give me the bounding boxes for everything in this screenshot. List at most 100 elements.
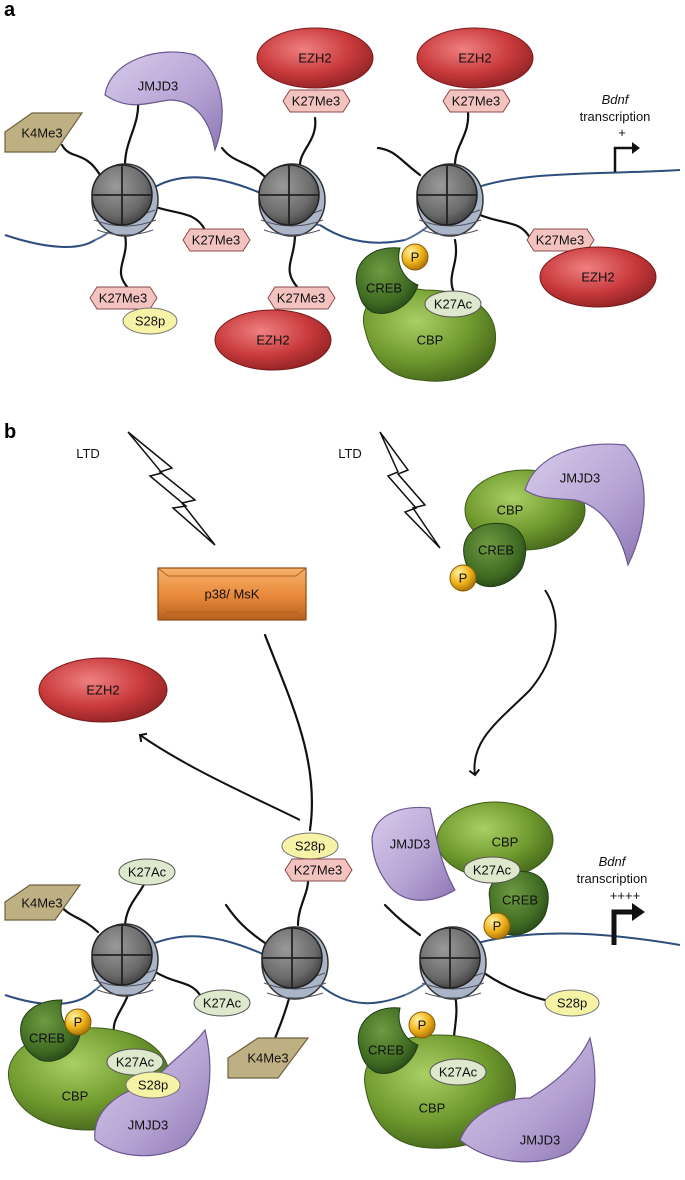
svg-text:S28p: S28p (295, 839, 325, 854)
dna-strand-a (4, 169, 681, 248)
tail (383, 903, 422, 937)
svg-text:K4Me3: K4Me3 (21, 126, 62, 141)
tail (288, 233, 302, 292)
tail (478, 968, 547, 1002)
svg-text:CBP: CBP (419, 1101, 446, 1116)
svg-text:EZH2: EZH2 (256, 333, 289, 348)
k27me3-mark: K27Me3 (182, 228, 251, 252)
s28p-mark: S28p (544, 989, 600, 1017)
k27me3-mark: K27Me3 (442, 89, 511, 113)
lightning-icon (379, 431, 441, 549)
svg-text:K4Me3: K4Me3 (21, 896, 62, 911)
jmjd3-label: JMJD3 (138, 79, 178, 94)
kinase-link (263, 633, 314, 832)
k27me3-mark: K27Me3 (89, 286, 158, 310)
svg-text:EZH2: EZH2 (458, 51, 491, 66)
svg-text:K27Me3: K27Me3 (277, 291, 325, 306)
ezh2-protein: EZH2 (38, 657, 168, 723)
svg-text:K27Me3: K27Me3 (292, 94, 340, 109)
svg-text:K27Ac: K27Ac (203, 996, 242, 1011)
svg-text:CBP: CBP (492, 835, 519, 850)
svg-text:CREB: CREB (368, 1043, 404, 1058)
svg-text:P: P (493, 919, 502, 934)
svg-text:K27Ac: K27Ac (116, 1055, 155, 1070)
tail (478, 213, 532, 240)
svg-text:P: P (418, 1018, 427, 1033)
ltd-label-left: LTD (76, 446, 100, 461)
svg-text:CREB: CREB (502, 893, 538, 908)
tail (150, 968, 202, 997)
recruitment-arrow (468, 589, 557, 777)
tail (119, 233, 132, 292)
eviction-arrow (138, 732, 301, 821)
svg-text:S28p: S28p (557, 996, 587, 1011)
tss-arrow-head (632, 903, 645, 921)
nucleosome (416, 163, 484, 237)
svg-text:CBP: CBP (62, 1089, 89, 1104)
phospho-group: P (408, 1011, 436, 1039)
tail (453, 110, 470, 167)
panel-label-a: a (4, 0, 16, 21)
cbp-protein: CBP (436, 801, 554, 879)
k27me3-mark: K27Me3 (267, 286, 336, 310)
ltd-label-right: LTD (338, 446, 362, 461)
phospho-group: P (483, 912, 511, 940)
creb-protein: CREB (20, 999, 81, 1062)
k27ac-mark: K27Ac (463, 856, 521, 884)
lightning-icon (127, 431, 216, 546)
phospho-group: P (449, 564, 477, 592)
k27ac-mark: K27Ac (424, 290, 482, 318)
tss-arrow (611, 909, 636, 945)
ezh2-protein: EZH2 (256, 27, 374, 89)
bdnf-label: Bdnf (599, 854, 627, 869)
svg-text:CBP: CBP (417, 333, 444, 348)
tail (298, 116, 317, 167)
jmjd3-protein: JMJD3 (524, 443, 645, 567)
tail (123, 880, 147, 930)
svg-text:K27Me3: K27Me3 (294, 863, 342, 878)
k27ac-mark: K27Ac (193, 989, 251, 1017)
tail (450, 238, 458, 297)
panel-label-b: b (4, 421, 16, 443)
tss-arrow (613, 146, 635, 172)
k27me3-mark: K27Me3 (282, 89, 351, 113)
svg-text:K27Me3: K27Me3 (536, 233, 584, 248)
svg-text:K27Ac: K27Ac (473, 863, 512, 878)
s28p-mark: S28p (122, 307, 178, 335)
transcription-level: + (618, 125, 626, 140)
k4me3-mark: K4Me3 (4, 884, 82, 921)
svg-text:P: P (411, 250, 420, 265)
svg-text:K4Me3: K4Me3 (247, 1051, 288, 1066)
transcription-level: ++++ (610, 888, 640, 903)
tail (220, 146, 270, 182)
jmjd3-protein: JMJD3 (104, 51, 223, 153)
svg-text:EZH2: EZH2 (298, 51, 331, 66)
svg-text:JMJD3: JMJD3 (128, 1118, 168, 1133)
tail (296, 873, 310, 927)
phospho-group: P (64, 1008, 92, 1036)
svg-text:K27Ac: K27Ac (439, 1065, 478, 1080)
nucleosome (91, 163, 159, 237)
nucleosome (258, 163, 326, 237)
svg-text:S28p: S28p (138, 1078, 168, 1093)
ezh2-protein: EZH2 (214, 309, 332, 371)
bdnf-label: Bdnf (602, 92, 630, 107)
nucleosome (419, 926, 487, 1000)
svg-text:P: P (459, 571, 468, 586)
svg-text:K27Ac: K27Ac (434, 297, 473, 312)
svg-text:K27Me3: K27Me3 (192, 233, 240, 248)
svg-text:EZH2: EZH2 (86, 683, 119, 698)
svg-text:EZH2: EZH2 (581, 270, 614, 285)
ezh2-protein: EZH2 (416, 27, 534, 89)
svg-text:K27Me3: K27Me3 (99, 291, 147, 306)
nucleosome (261, 926, 329, 1000)
phospho-group: P (401, 243, 429, 271)
nucleosome (91, 923, 159, 997)
k27me3-mark: K27Me3 (284, 858, 353, 882)
tail (60, 143, 102, 177)
s28p-mark: S28p (281, 832, 339, 860)
svg-text:CREB: CREB (366, 281, 402, 296)
svg-text:K27Me3: K27Me3 (452, 94, 500, 109)
ezh2-protein: EZH2 (539, 246, 657, 308)
svg-text:K27Ac: K27Ac (128, 865, 167, 880)
